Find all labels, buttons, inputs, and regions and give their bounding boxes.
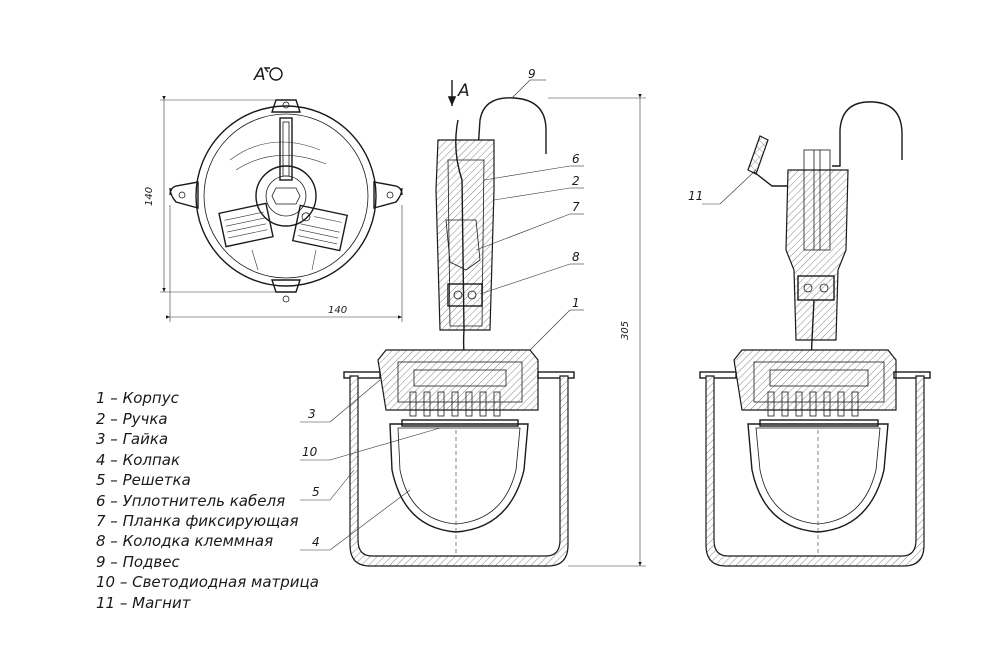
callout-2: 2 — [572, 174, 580, 188]
callout-11: 11 — [688, 189, 703, 203]
legend-item-11: 11 – Магнит — [96, 594, 192, 612]
legend-item-8: 8 – Колодка клеммная — [96, 532, 273, 550]
side-view: 11 — [688, 101, 931, 567]
legend-item-2: 2 – Ручка — [96, 410, 168, 428]
callout-4: 4 — [312, 535, 320, 549]
legend-item-6: 6 – Уплотнитель кабеля — [96, 492, 285, 510]
top-view-label: A — [253, 65, 266, 85]
top-view: A — [144, 65, 403, 322]
legend-item-1: 1 – Корпус — [96, 389, 180, 407]
callout-8: 8 — [572, 250, 580, 264]
callout-5: 5 — [312, 485, 320, 499]
callout-7: 7 — [572, 200, 580, 214]
rotate-icon — [263, 67, 283, 81]
legend: 1 – Корпус 2 – Ручка 3 – Гайка 4 – Колпа… — [96, 389, 319, 612]
legend-item-3: 3 – Гайка — [96, 430, 168, 448]
callout-6: 6 — [572, 152, 580, 166]
callout-9: 9 — [528, 67, 536, 81]
section-label: A — [457, 81, 470, 101]
callout-10: 10 — [302, 445, 318, 459]
legend-item-10: 10 – Светодиодная матрица — [96, 573, 319, 591]
section-view: A — [300, 67, 646, 567]
legend-item-4: 4 – Колпак — [96, 451, 180, 469]
callout-1: 1 — [572, 296, 580, 310]
legend-item-7: 7 – Планка фиксирующая — [96, 512, 298, 530]
legend-item-5: 5 – Решетка — [96, 471, 191, 489]
legend-item-9: 9 – Подвес — [96, 553, 180, 571]
dim-height-305: 305 — [620, 321, 631, 340]
callout-3: 3 — [308, 407, 316, 421]
dim-height-140: 140 — [144, 187, 155, 206]
dim-width-140: 140 — [328, 305, 347, 316]
